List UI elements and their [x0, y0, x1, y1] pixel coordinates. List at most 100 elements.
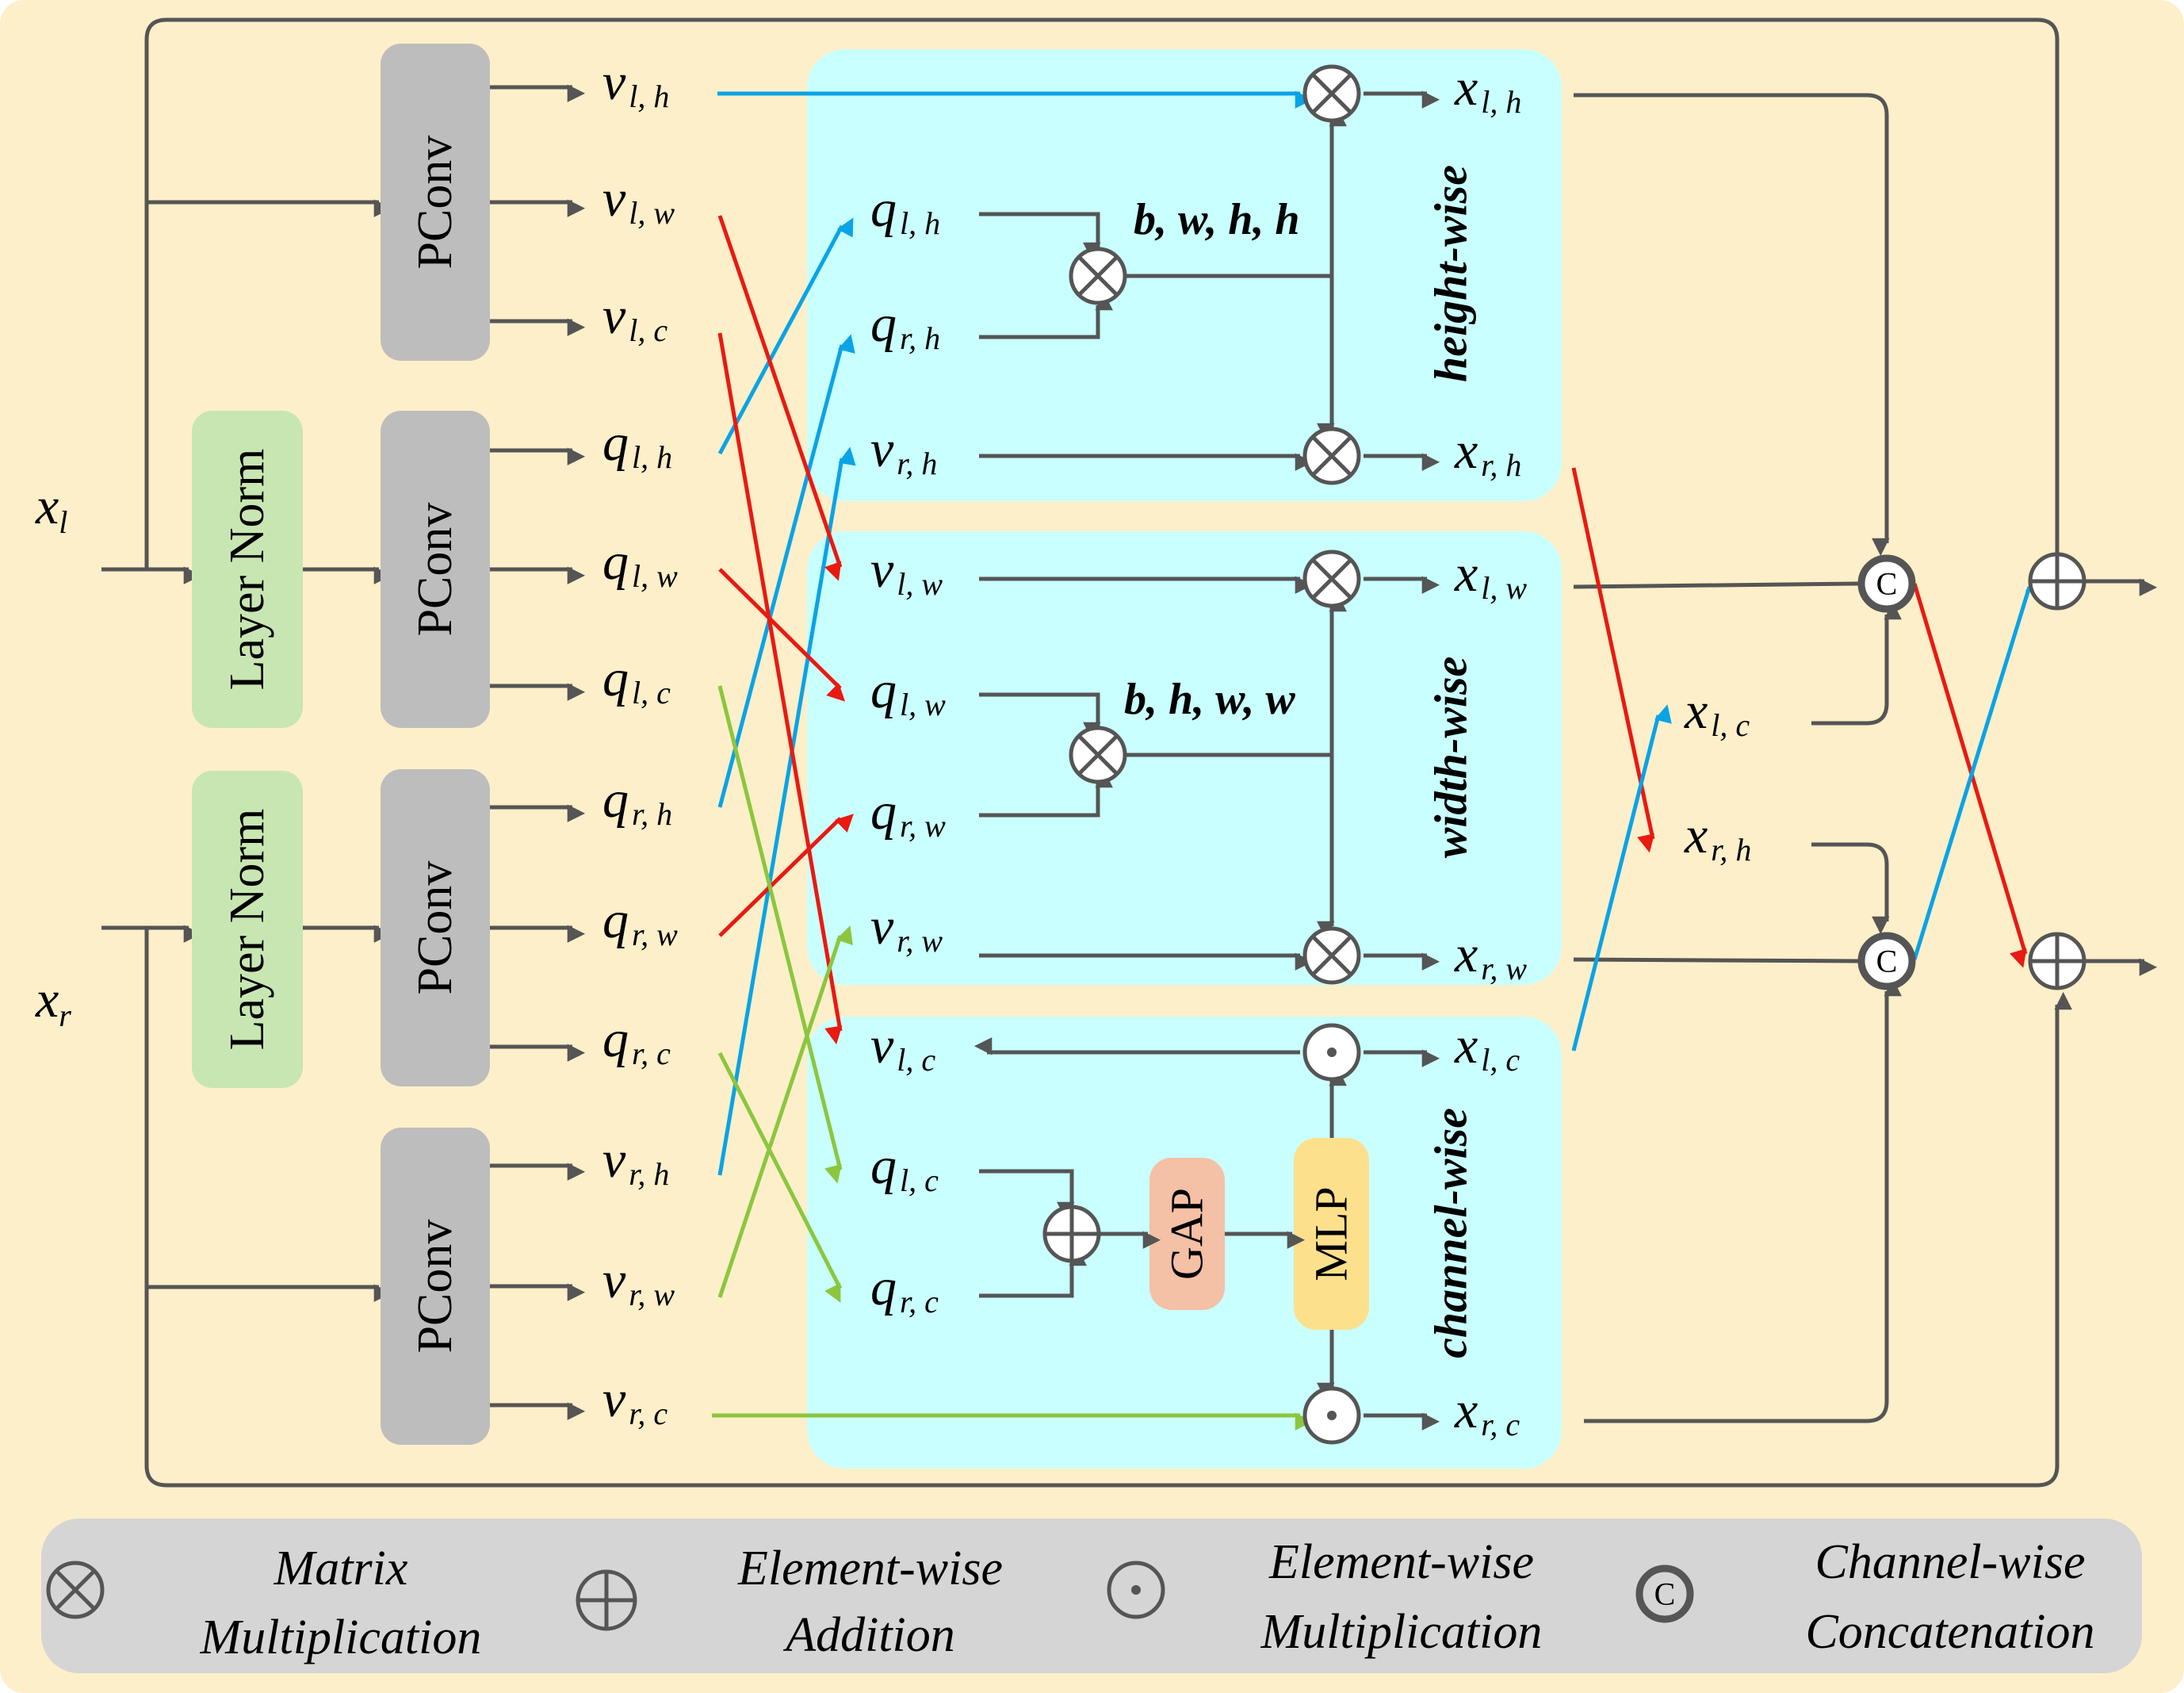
legend-text-add-1: Element-wise: [737, 1542, 1003, 1595]
svg-text:C: C: [1876, 566, 1898, 602]
mlp-block: [1294, 1138, 1369, 1330]
svg-text:C: C: [1654, 1576, 1676, 1612]
legend-text-concat-1: Channel-wise: [1815, 1535, 2086, 1589]
pconv-block-4: [381, 1128, 490, 1445]
route-v-lc: [717, 332, 843, 1045]
pconv-block-1: [381, 44, 490, 361]
input-xr-label: xr: [35, 971, 71, 1033]
add-icon-output-top: [2028, 552, 2086, 611]
layer-norm-label-bottom: Layer Norm: [220, 809, 274, 1051]
pconv-block-3: [381, 769, 490, 1086]
matmul-icon-width-attn: [1069, 726, 1127, 784]
add-icon-channel: [1042, 1205, 1101, 1263]
height-dims-label: b, w, h, h: [1134, 195, 1300, 244]
matmul-icon-xrw: [1302, 926, 1361, 985]
legend-text-matmul-1: Matrix: [273, 1542, 408, 1595]
concat-icon-bottom: C: [1857, 932, 1916, 990]
matmul-icon-xlh: [1302, 64, 1361, 123]
width-dims-label: b, h, w, w: [1124, 675, 1295, 724]
layer-norm-block-bottom: [192, 771, 303, 1088]
legend-text-elemmul-1: Element-wise: [1268, 1535, 1534, 1589]
gap-block: [1149, 1158, 1225, 1310]
pconv-output-arrows: [490, 84, 586, 1420]
element-wise-multiplication-icon: [1107, 1561, 1165, 1619]
layer-norm-label-top: Layer Norm: [220, 449, 274, 691]
channel-wise-concatenation-icon: C: [1635, 1565, 1694, 1623]
route-v-rw: [717, 925, 853, 1298]
route-q-rc: [717, 1051, 843, 1303]
route-q-rh: [717, 334, 855, 808]
pconv-label-4: PConv: [408, 1220, 462, 1354]
route-q-rw: [718, 814, 854, 937]
pconv-block-2: [381, 411, 490, 728]
routing-arrows: [712, 90, 1314, 1431]
concat-icon-top: C: [1857, 554, 1916, 613]
matmul-icon-xlw: [1302, 550, 1361, 608]
right-side-wiring: [1571, 93, 2158, 1423]
route-q-lw: [718, 568, 846, 702]
legend-bar: [41, 1519, 2142, 1673]
pconv-label-2: PConv: [408, 503, 462, 637]
mlp-label: MLP: [1306, 1186, 1357, 1281]
width-wise-panel: [807, 531, 1562, 985]
layer-norm-block-top: [192, 411, 303, 728]
gap-label: GAP: [1161, 1188, 1213, 1280]
operators: [1042, 64, 1361, 1445]
element-wise-addition-icon: [576, 1569, 637, 1631]
width-wise-wiring: [979, 576, 1440, 971]
route-q-lc: [717, 685, 843, 1184]
matmul-icon-xrh: [1302, 427, 1361, 485]
channel-wise-title: channel-wise: [1425, 1108, 1477, 1358]
legend-text-concat-2: Concatenation: [1805, 1605, 2094, 1659]
legend-text-add-2: Addition: [782, 1608, 955, 1662]
channel-wise-wiring: [973, 1037, 1440, 1431]
elemmul-icon-xlc: [1302, 1023, 1361, 1082]
input-wiring: [101, 199, 392, 1302]
pconv-label-3: PConv: [408, 861, 462, 995]
svg-text:C: C: [1876, 944, 1898, 979]
route-q-lh: [717, 217, 854, 455]
matmul-icon-height-attn: [1069, 247, 1127, 305]
skip-connections: [144, 17, 2072, 1488]
matrix-multiplication-icon: [46, 1561, 105, 1619]
pconv-label-1: PConv: [408, 136, 462, 270]
route-v-rh: [717, 446, 856, 1176]
right-operators: C C: [1857, 552, 2086, 990]
elemmul-icon-xrc: [1302, 1386, 1361, 1445]
width-wise-title: width-wise: [1425, 657, 1477, 859]
legend: Matrix Multiplication Element-wise Addit…: [46, 1535, 2095, 1664]
legend-text-matmul-2: Multiplication: [200, 1611, 482, 1664]
input-xl-label: xl: [35, 477, 67, 540]
route-v-lw: [717, 215, 843, 581]
